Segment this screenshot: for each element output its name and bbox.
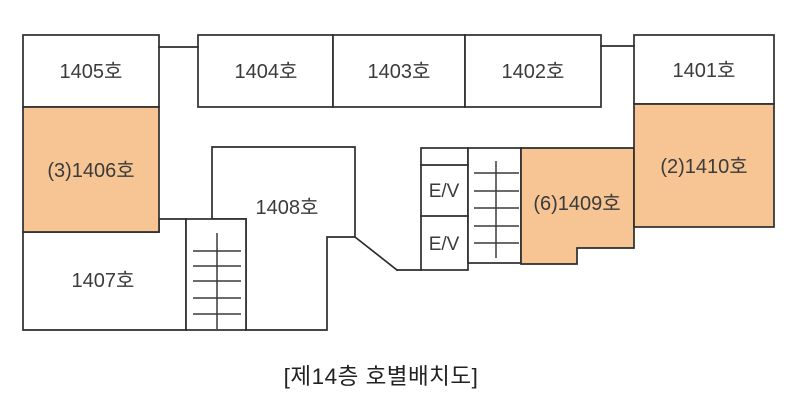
room-1403 <box>332 34 466 108</box>
right-stairs-icon <box>474 161 519 258</box>
room-1401-label: 1401호 <box>673 60 736 82</box>
room-1404 <box>197 34 334 108</box>
room-1408-label: 1408호 <box>256 197 319 219</box>
left-stairs-icon <box>193 233 241 329</box>
room-1410 <box>633 103 775 228</box>
elevator-top-label: E/V <box>429 181 460 202</box>
room-1409-label: (6)1409호 <box>533 193 620 215</box>
room-1410-label: (2)1410호 <box>660 156 747 178</box>
elevator-bottom-label: E/V <box>429 234 460 255</box>
room-1405-label: 1405호 <box>60 61 123 83</box>
room-1403-label: 1403호 <box>368 61 431 83</box>
room-1402 <box>464 34 602 108</box>
room-1405 <box>22 34 160 108</box>
room-1407-label: 1407호 <box>72 270 135 292</box>
room-1402-label: 1402호 <box>502 61 565 83</box>
room-1404-label: 1404호 <box>235 61 298 83</box>
diagram-title: [제14층 호별배치도] <box>284 364 479 389</box>
right-stairwell <box>467 147 522 264</box>
room-1406 <box>22 106 160 233</box>
room-1406-label: (3)1406호 <box>47 160 134 182</box>
left-stairwell <box>185 218 247 331</box>
corridor-diagonal-wall <box>353 235 399 272</box>
